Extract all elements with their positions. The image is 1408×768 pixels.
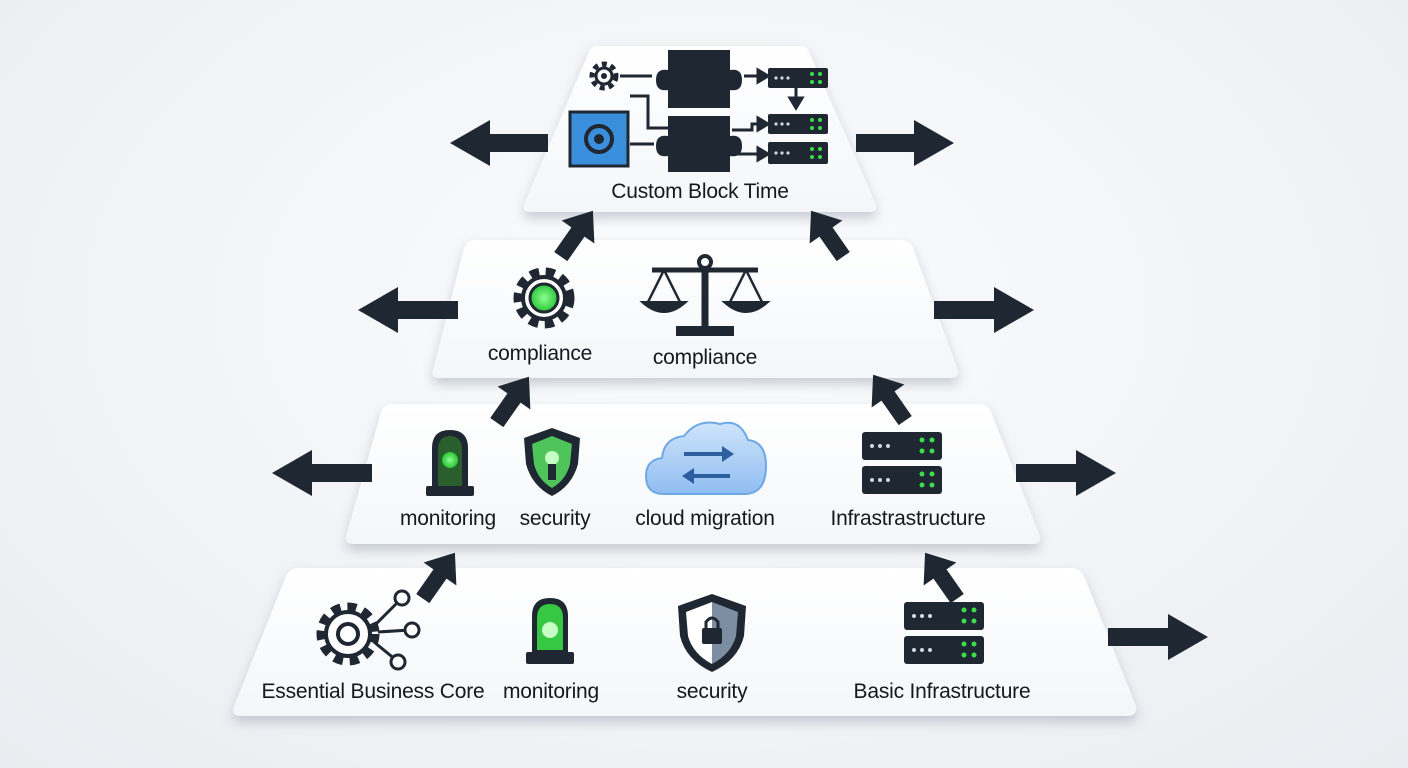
- shield-icon: [524, 428, 580, 496]
- third-tier-label-monitoring: monitoring: [399, 507, 497, 530]
- third-tier-label-infrastructure: Infrastrastructure: [830, 507, 986, 530]
- arrow-left-icon: [358, 287, 458, 333]
- arrow-right-icon: [934, 287, 1034, 333]
- arrow-up-icon: [871, 374, 912, 426]
- scales-icon: [639, 254, 771, 336]
- third-tier-label-security: security: [519, 507, 591, 530]
- server-icon: [862, 432, 942, 494]
- puzzle-gear-icon: [568, 110, 630, 168]
- arrow-up-icon: [490, 376, 531, 428]
- arrow-up-icon: [554, 210, 595, 262]
- gear-icon: [513, 267, 575, 329]
- arrow-up-icon: [809, 210, 850, 262]
- bottom-tier-label-core: Essential Business Core: [261, 680, 485, 703]
- shield-lock-icon: [678, 594, 746, 672]
- top-tier-label: Custom Block Time: [611, 180, 789, 203]
- server-icon: [904, 602, 984, 664]
- bottom-tier-label-security: security: [676, 680, 748, 703]
- second-tier-label-left: compliance: [487, 342, 593, 365]
- server-icon: [768, 68, 828, 88]
- second-tier-label-right: compliance: [652, 346, 758, 369]
- server-icon: [768, 114, 828, 134]
- arrow-left-icon: [272, 450, 372, 496]
- gear-icon: [589, 61, 619, 91]
- arrow-right-icon: [856, 120, 954, 166]
- arrow-up-icon: [416, 552, 457, 604]
- arrow-right-icon: [1016, 450, 1116, 496]
- puzzle-icon: [656, 50, 742, 172]
- third-tier-label-cloud-migration: cloud migration: [635, 507, 775, 530]
- arrow-left-icon: [450, 120, 548, 166]
- arrow-right-icon: [1108, 614, 1208, 660]
- tier-second: [432, 240, 959, 378]
- arrow-up-icon: [923, 552, 964, 604]
- bottom-tier-label-monitoring: monitoring: [502, 680, 600, 703]
- bottom-tier-label-infrastructure: Basic Infrastructure: [853, 680, 1031, 703]
- beacon-icon: [526, 598, 574, 664]
- beacon-icon: [426, 430, 474, 496]
- cloud-icon: [644, 421, 768, 495]
- server-icon: [768, 142, 828, 164]
- gear-network-icon: [316, 589, 421, 671]
